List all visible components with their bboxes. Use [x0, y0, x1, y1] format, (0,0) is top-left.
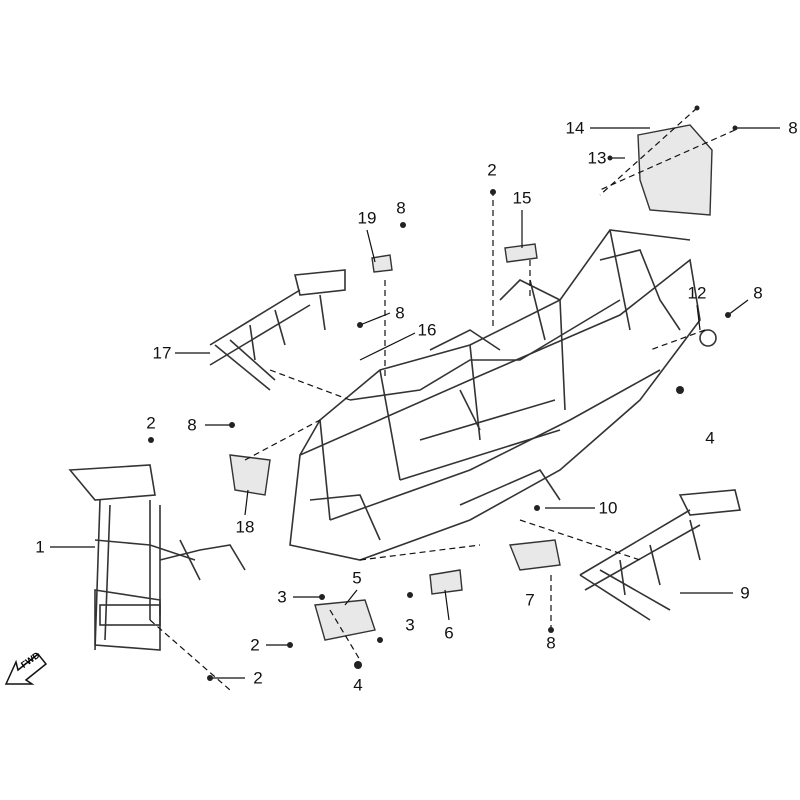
plate-7: [509, 539, 561, 571]
callout-8: 8: [187, 415, 197, 435]
callout-13: 13: [587, 148, 607, 168]
callout-14: 14: [565, 118, 585, 138]
callout-5: 5: [352, 568, 362, 588]
callout-2: 2: [487, 160, 497, 180]
callout-3: 3: [405, 615, 415, 635]
callout-6: 6: [444, 623, 454, 643]
callout-8: 8: [396, 198, 406, 218]
callout-2: 2: [250, 635, 260, 655]
front-bumper-1: [68, 464, 246, 651]
callout-19: 19: [357, 208, 377, 228]
bracket-19: [371, 254, 393, 273]
callout-8: 8: [395, 303, 405, 323]
callout-17: 17: [152, 343, 172, 363]
explode-lines: [149, 107, 736, 691]
fasteners: [148, 105, 738, 681]
callout-2: 2: [253, 668, 263, 688]
leader-lines: [50, 127, 780, 679]
callout-1: 1: [35, 537, 45, 557]
callout-2: 2: [146, 413, 156, 433]
bracket-15: [504, 243, 538, 263]
main-frame: [289, 229, 701, 561]
front-upper-rack-17: [209, 269, 346, 391]
callout-10: 10: [598, 498, 618, 518]
callout-4: 4: [705, 428, 715, 448]
rear-lower-rack-9: [579, 489, 742, 621]
fwd-arrow-icon: FWD: [2, 640, 52, 690]
bracket-6: [429, 569, 463, 595]
callout-12: 12: [687, 283, 707, 303]
plate-14: [637, 124, 713, 216]
callout-16: 16: [417, 320, 437, 340]
callout-4: 4: [353, 675, 363, 695]
callout-7: 7: [525, 590, 535, 610]
callout-9: 9: [740, 583, 750, 603]
bracket-5: [314, 599, 376, 641]
callout-8: 8: [788, 118, 798, 138]
hitch-12: [699, 329, 717, 347]
callout-8: 8: [546, 633, 556, 653]
bracket-18: [229, 454, 271, 496]
callout-15: 15: [512, 188, 532, 208]
callout-8: 8: [753, 283, 763, 303]
callout-3: 3: [277, 587, 287, 607]
callout-18: 18: [235, 517, 255, 537]
